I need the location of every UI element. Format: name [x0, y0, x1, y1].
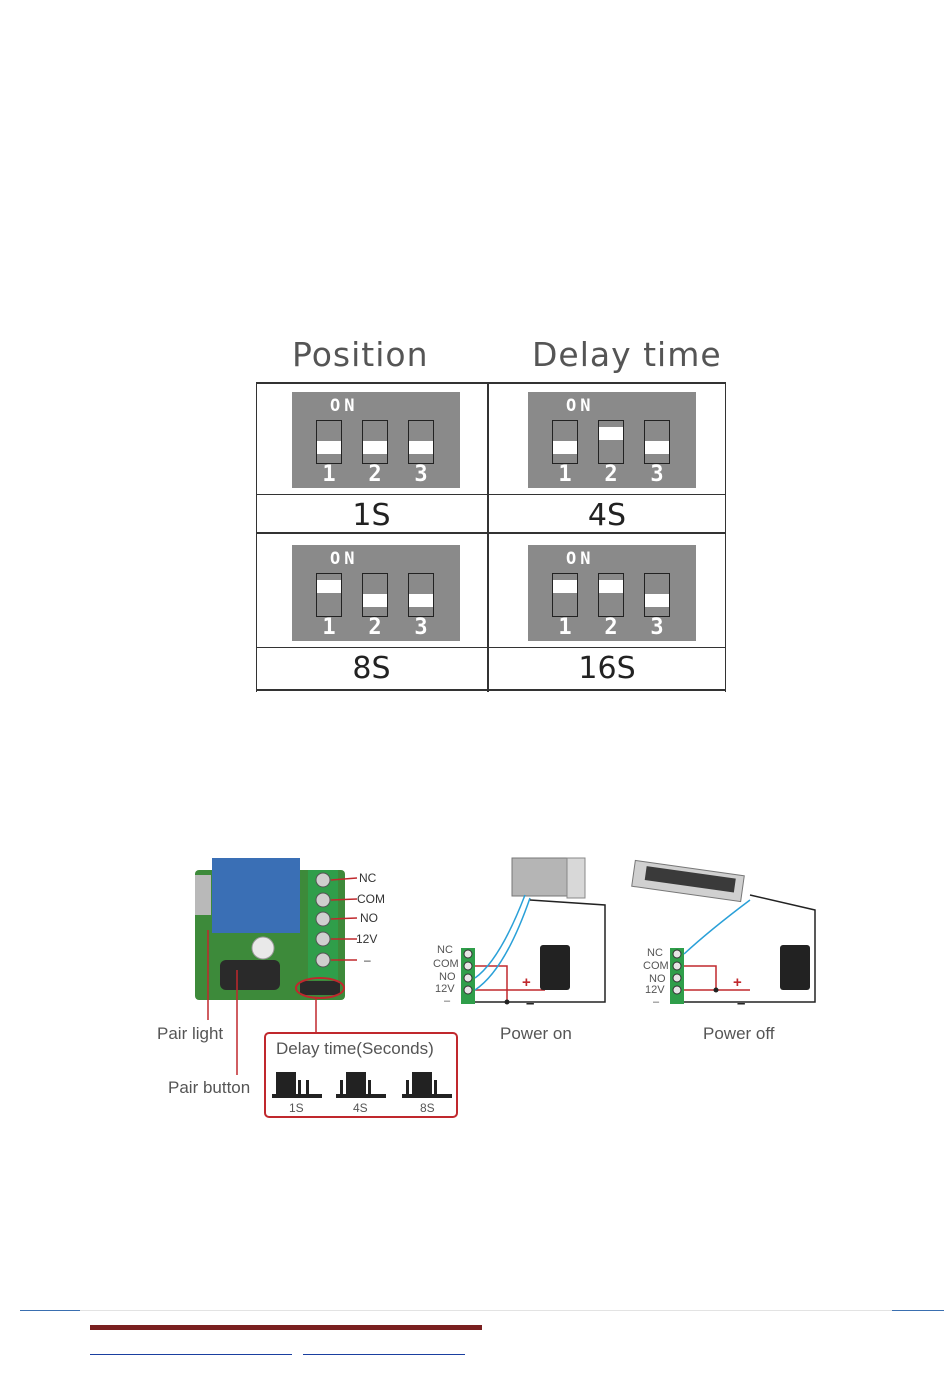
footer-rule-right	[892, 1310, 944, 1311]
dip-number: 2	[598, 462, 624, 487]
table-right-border	[725, 382, 726, 692]
dip-number: 1	[316, 615, 342, 640]
footer-rule	[80, 1310, 892, 1311]
dip-slot	[316, 420, 342, 464]
dip-slot	[408, 573, 434, 617]
terminal-label-minus: –	[364, 953, 371, 967]
table-middle-border	[487, 382, 489, 692]
dip-switch-8s: ON 1 2 3	[292, 545, 460, 641]
plus-sign: +	[522, 974, 531, 991]
delay-label-1s: 1S	[256, 498, 487, 533]
small-label-minus: –	[653, 996, 659, 1008]
dip-number: 2	[362, 615, 388, 640]
terminal-label-nc: NC	[359, 871, 376, 885]
terminal-label-no: NO	[360, 911, 378, 925]
dip-slot	[362, 420, 388, 464]
dip-on-label: ON	[330, 396, 358, 416]
dip-slot	[408, 420, 434, 464]
jumper-label-8s: 8S	[420, 1101, 435, 1115]
header-position: Position	[292, 335, 429, 374]
pair-light-label: Pair light	[157, 1024, 223, 1044]
dip-number: 2	[598, 615, 624, 640]
footer-rule-left	[20, 1310, 80, 1311]
dip-number: 1	[552, 462, 578, 487]
dip-switch-table: Position Delay time ON 1 2 3 ON 1 2 3 1S…	[256, 335, 726, 695]
footer-accent-bar	[90, 1325, 482, 1330]
electric-lock-image	[512, 858, 585, 898]
table-row-line	[256, 647, 726, 648]
dip-slot	[552, 420, 578, 464]
dip-number: 1	[552, 615, 578, 640]
power-off-label: Power off	[703, 1024, 775, 1044]
small-label-com: COM	[643, 960, 669, 972]
dip-slot	[598, 573, 624, 617]
dip-slot	[644, 573, 670, 617]
dip-slot	[644, 420, 670, 464]
jumper-label-4s: 4S	[353, 1101, 368, 1115]
small-label-12v: 12V	[645, 984, 665, 996]
table-left-border	[256, 382, 257, 692]
dip-number: 3	[644, 462, 670, 487]
dip-on-label: ON	[566, 549, 594, 569]
power-on-label: Power on	[500, 1024, 572, 1044]
delay-time-title: Delay time(Seconds)	[276, 1039, 434, 1059]
table-row-line	[256, 494, 726, 495]
terminal-label-com: COM	[357, 892, 385, 906]
dip-slot	[552, 573, 578, 617]
dip-slot	[362, 573, 388, 617]
small-label-com: COM	[433, 958, 459, 970]
dip-switch-16s: ON 1 2 3	[528, 545, 696, 641]
small-label-12v: 12V	[435, 983, 455, 995]
magnetic-lock-image	[632, 860, 745, 901]
dip-slot	[316, 573, 342, 617]
minus-sign: –	[526, 995, 534, 1012]
small-label-nc: NC	[647, 947, 663, 959]
dip-number: 3	[408, 615, 434, 640]
table-bottom-border	[256, 689, 726, 691]
dip-switch-4s: ON 1 2 3	[528, 392, 696, 488]
dip-number: 3	[408, 462, 434, 487]
delay-label-8s: 8S	[256, 651, 487, 686]
table-top-border	[256, 382, 726, 384]
small-label-no: NO	[439, 971, 456, 983]
dip-slot	[598, 420, 624, 464]
jumper-label-1s: 1S	[289, 1101, 304, 1115]
wiring-drawing	[150, 850, 830, 1130]
footer-link-underline[interactable]	[303, 1354, 465, 1355]
wiring-diagram: NC COM NO 12V – Pair light Pair button D…	[150, 850, 830, 1130]
dip-switch-1s: ON 1 2 3	[292, 392, 460, 488]
power-adapter-icon	[540, 945, 570, 990]
delay-label-4s: 4S	[489, 498, 725, 533]
power-adapter-icon	[780, 945, 810, 990]
dip-number: 1	[316, 462, 342, 487]
pair-button-label: Pair button	[168, 1078, 250, 1098]
header-delay-time: Delay time	[532, 335, 722, 374]
footer-link-underline[interactable]	[90, 1354, 292, 1355]
dip-on-label: ON	[330, 549, 358, 569]
minus-sign: –	[737, 995, 745, 1012]
plus-sign: +	[733, 974, 742, 991]
terminal-label-12v: 12V	[356, 932, 377, 946]
small-label-minus: –	[444, 995, 450, 1007]
dip-on-label: ON	[566, 396, 594, 416]
small-label-nc: NC	[437, 944, 453, 956]
dip-number: 2	[362, 462, 388, 487]
dip-number: 3	[644, 615, 670, 640]
delay-label-16s: 16S	[489, 651, 725, 686]
